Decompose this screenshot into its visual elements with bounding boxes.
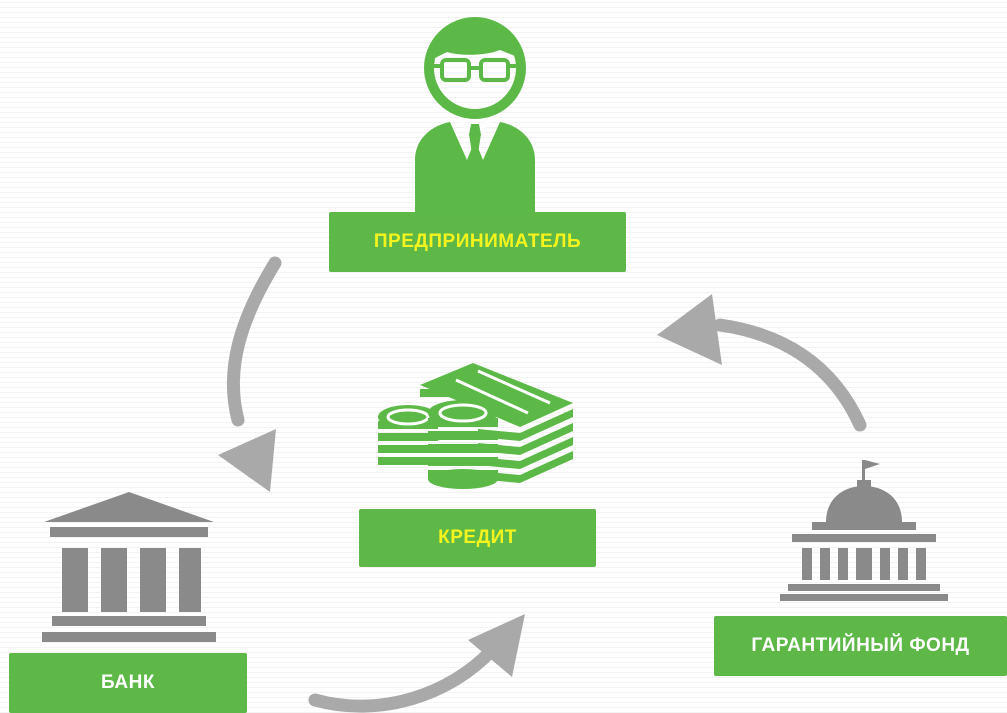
arrow-bank-to-credit: [308, 614, 525, 713]
credit-label: КРЕДИТ: [359, 509, 596, 567]
arrow-fund-to-entrepreneur: [657, 294, 867, 432]
entrepreneur-label: ПРЕДПРИНИМАТЕЛЬ: [329, 212, 626, 272]
bank-label: БАНК: [9, 653, 247, 713]
entrepreneur-label-text: ПРЕДПРИНИМАТЕЛЬ: [373, 231, 582, 252]
guarantee-fund-label: ГАРАНТИЙНЫЙ ФОНД: [714, 616, 1007, 676]
bank-building-icon: [42, 492, 216, 642]
person-with-glasses-icon: [415, 17, 535, 215]
money-stack-and-coins-icon: [378, 363, 573, 489]
guarantee-fund-label-text: ГАРАНТИЙНЫЙ ФОНД: [751, 635, 970, 656]
bank-label-text: БАНК: [101, 672, 155, 693]
government-building-icon: [780, 460, 948, 601]
credit-label-text: КРЕДИТ: [438, 527, 517, 548]
arrow-entrepreneur-to-bank: [218, 256, 282, 492]
